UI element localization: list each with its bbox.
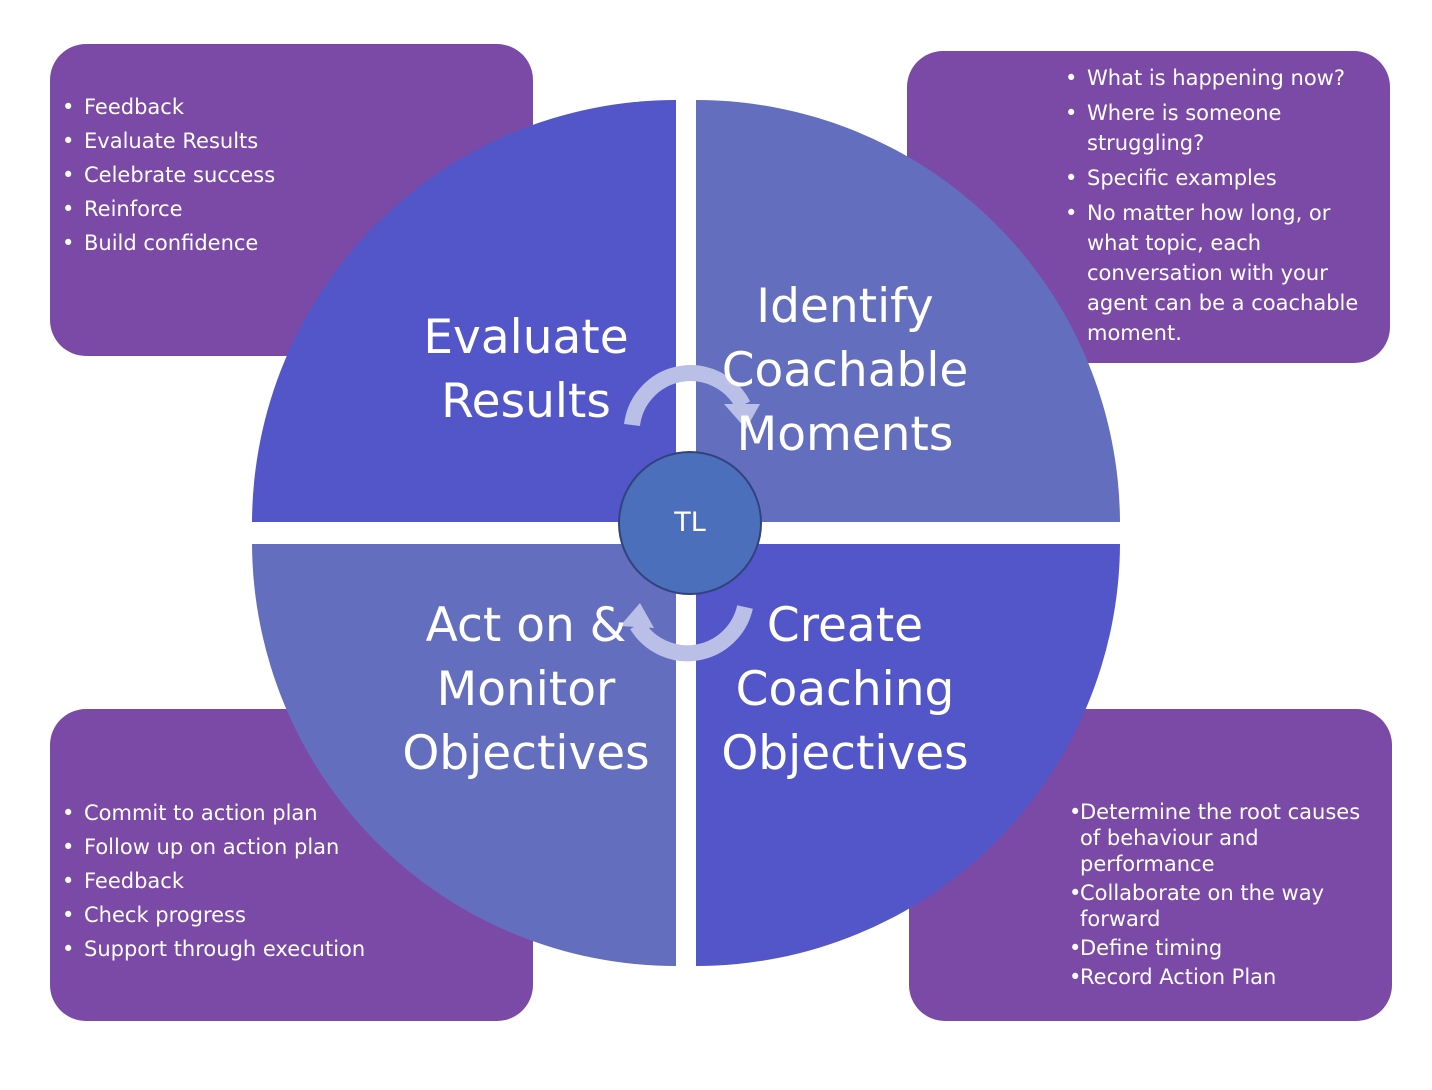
bullet-item: Feedback xyxy=(50,867,520,896)
bullet-item: Collaborate on the way forward xyxy=(1069,880,1387,932)
identify-bullet-list: What is happening now? Where is someone … xyxy=(1053,63,1373,353)
bullet-item: Determine the root causes of behaviour a… xyxy=(1069,799,1387,877)
quadrant-label-evaluate: Evaluate Results xyxy=(423,310,629,429)
quadrant-identify xyxy=(696,100,1120,522)
bullet-item: Follow up on action plan xyxy=(50,833,520,862)
bullet-item: Commit to action plan xyxy=(50,799,520,828)
bullet-item: Reinforce xyxy=(50,195,520,224)
bullet-item: Check progress xyxy=(50,901,520,930)
quadrant-create xyxy=(696,544,1120,966)
info-box-create: Determine the root causes of behaviour a… xyxy=(909,709,1392,1021)
bullet-item: Record Action Plan xyxy=(1069,964,1387,990)
bullet-item: What is happening now? xyxy=(1053,63,1373,93)
bullet-item: Celebrate success xyxy=(50,161,520,190)
quadrant-label-act-monitor: Act on & Monitor Objectives xyxy=(402,598,650,781)
create-bullet-list: Determine the root causes of behaviour a… xyxy=(1069,799,1387,993)
act-monitor-bullet-list: Commit to action plan Follow up on actio… xyxy=(50,799,520,969)
cycle-arrow-icon xyxy=(624,365,760,429)
bullet-item: Build confidence xyxy=(50,229,520,258)
bullet-item: Define timing xyxy=(1069,935,1387,961)
bullet-item: Support through execution xyxy=(50,935,520,964)
quadrant-label-create: Create Coaching Objectives xyxy=(721,598,969,781)
bullet-item: Specific examples xyxy=(1053,163,1373,193)
bullet-item: Feedback xyxy=(50,93,520,122)
bullet-item: Where is someone struggling? xyxy=(1053,98,1373,158)
bullet-item: Evaluate Results xyxy=(50,127,520,156)
evaluate-bullet-list: Feedback Evaluate Results Celebrate succ… xyxy=(50,93,520,263)
cycle-arrow-icon xyxy=(620,603,753,662)
bullet-item: No matter how long, or what topic, each … xyxy=(1053,198,1373,348)
center-circle xyxy=(618,451,762,595)
center-label: TL xyxy=(674,507,706,538)
quadrant-label-identify: Identify Coachable Moments xyxy=(721,279,969,462)
quadrant-act-monitor xyxy=(252,544,676,966)
quadrant-evaluate xyxy=(252,100,676,522)
